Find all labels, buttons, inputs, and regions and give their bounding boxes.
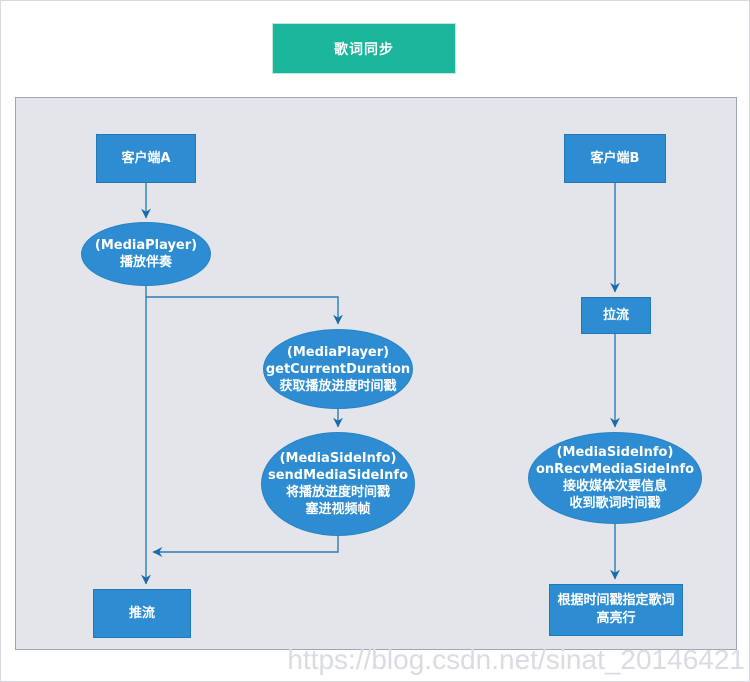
node-highlight-lyrics: 根据时间戳指定歌词 高亮行 [549, 584, 683, 636]
node-send-line4: 塞进视频帧 [305, 502, 371, 517]
node-push-label: 推流 [128, 605, 155, 621]
node-play-accompaniment: (MediaPlayer) 播放伴奏 [81, 222, 211, 286]
node-play-line1: (MediaPlayer) [94, 238, 198, 253]
node-client-b-label: 客户端B [590, 150, 640, 166]
node-highlight-line2: 高亮行 [596, 611, 636, 626]
node-on-recv-media-side-info: (MediaSideInfo) onRecvMediaSideInfo 接收媒体… [528, 432, 702, 524]
node-getdur-line2: getCurrentDuration [265, 361, 411, 377]
node-send-line1: (MediaSideInfo) [279, 451, 397, 466]
node-send-media-side-info: (MediaSideInfo) sendMediaSideInfo 将播放进度时… [261, 432, 415, 536]
node-getdur-line3: 获取播放进度时间戳 [279, 378, 397, 394]
node-play-line2: 播放伴奏 [119, 255, 172, 270]
node-client-b: 客户端B [564, 134, 666, 183]
node-recv-line2: onRecvMediaSideInfo [535, 462, 695, 477]
node-client-a: 客户端A [96, 134, 196, 183]
node-pull-label: 拉流 [602, 307, 629, 323]
node-send-line3: 将播放进度时间戳 [285, 485, 390, 500]
page-title: 歌词同步 [272, 23, 456, 74]
node-recv-line1: (MediaSideInfo) [556, 445, 674, 460]
node-client-a-label: 客户端A [121, 150, 171, 166]
node-send-line2: sendMediaSideInfo [267, 468, 409, 483]
node-pull-stream: 拉流 [581, 297, 651, 334]
node-highlight-line1: 根据时间戳指定歌词 [557, 593, 675, 608]
node-getdur-line1: (MediaPlayer) [286, 344, 390, 360]
node-recv-line4: 收到歌词时间戳 [569, 496, 661, 511]
page-title-label: 歌词同步 [334, 41, 394, 58]
node-push-stream: 推流 [93, 589, 191, 638]
node-recv-line3: 接收媒体次要信息 [562, 479, 667, 494]
node-get-current-duration: (MediaPlayer) getCurrentDuration 获取播放进度时… [263, 329, 413, 409]
